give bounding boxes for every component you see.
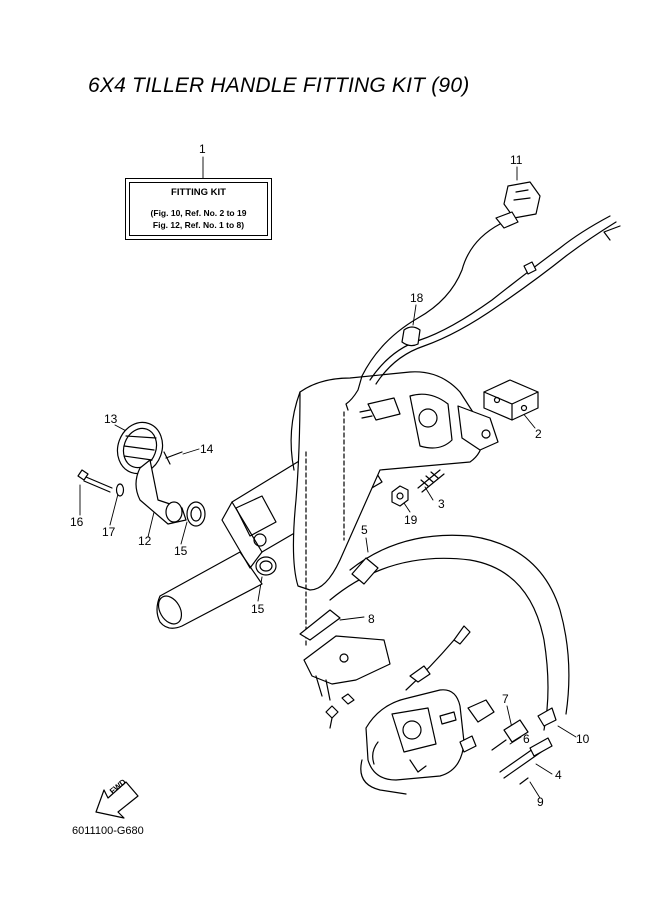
callout-15-lower: 15 [251, 602, 265, 616]
bushing-15-lower [255, 556, 277, 576]
callout-18: 18 [410, 291, 424, 305]
switch-assembly [439, 699, 495, 753]
callout-3: 3 [438, 497, 445, 511]
bolt-16 [77, 469, 113, 493]
page-title: 6X4 TILLER HANDLE FITTING KIT (90) [88, 74, 470, 97]
throttle-cables [329, 534, 570, 731]
knob-13 [116, 421, 164, 475]
callout-16: 16 [70, 515, 84, 529]
bracket-housing [290, 371, 499, 647]
joint-10 [537, 707, 557, 727]
callout-8: 8 [368, 612, 375, 626]
fitting-kit-heading: FITTING KIT [171, 187, 226, 198]
callout-15-upper: 15 [174, 544, 188, 558]
bracket-8 [299, 609, 391, 701]
clamp-18 [401, 326, 421, 347]
callout-12: 12 [138, 534, 152, 548]
washer-17 [115, 483, 125, 497]
fitting-kit-box-inner-border [129, 182, 268, 236]
callout-6: 6 [523, 732, 530, 746]
part-2-block [483, 379, 539, 421]
rod-4 [499, 737, 553, 779]
fitting-kit-ref-line-2: Fig. 12, Ref. No. 1 to 8) [152, 220, 245, 230]
bolt-3 [417, 469, 445, 493]
fwd-arrow-icon [95, 781, 139, 819]
callout-9: 9 [537, 795, 544, 809]
callout-13: 13 [104, 412, 118, 426]
bushing-15-upper [186, 501, 206, 527]
connector-11 [495, 181, 541, 229]
callout-17: 17 [102, 525, 116, 539]
nut-19 [391, 485, 409, 507]
screws-bracket [325, 693, 355, 729]
document-code: 6011100-G680 [72, 825, 144, 837]
callout-10: 10 [576, 732, 590, 746]
fitting-kit-box: FITTING KIT (Fig. 10, Ref. No. 2 to 19 F… [125, 178, 272, 240]
cable-end-7 [491, 719, 529, 751]
pin-9 [519, 777, 529, 785]
fitting-kit-ref-line-1: (Fig. 10, Ref. No. 2 to 19 [150, 208, 247, 218]
callout-14: 14 [200, 442, 214, 456]
callout-1: 1 [199, 142, 206, 156]
control-box [360, 689, 465, 795]
callout-19: 19 [404, 513, 418, 527]
clip-5 [351, 557, 379, 585]
callout-7: 7 [502, 692, 509, 706]
callout-11: 11 [510, 153, 523, 167]
callout-2: 2 [535, 427, 542, 441]
callout-5: 5 [361, 523, 368, 537]
grip-12 [135, 459, 187, 525]
wiring-harness [345, 215, 621, 421]
callout-4: 4 [555, 768, 562, 782]
wire-branch [405, 625, 471, 691]
screw-14 [163, 451, 183, 465]
